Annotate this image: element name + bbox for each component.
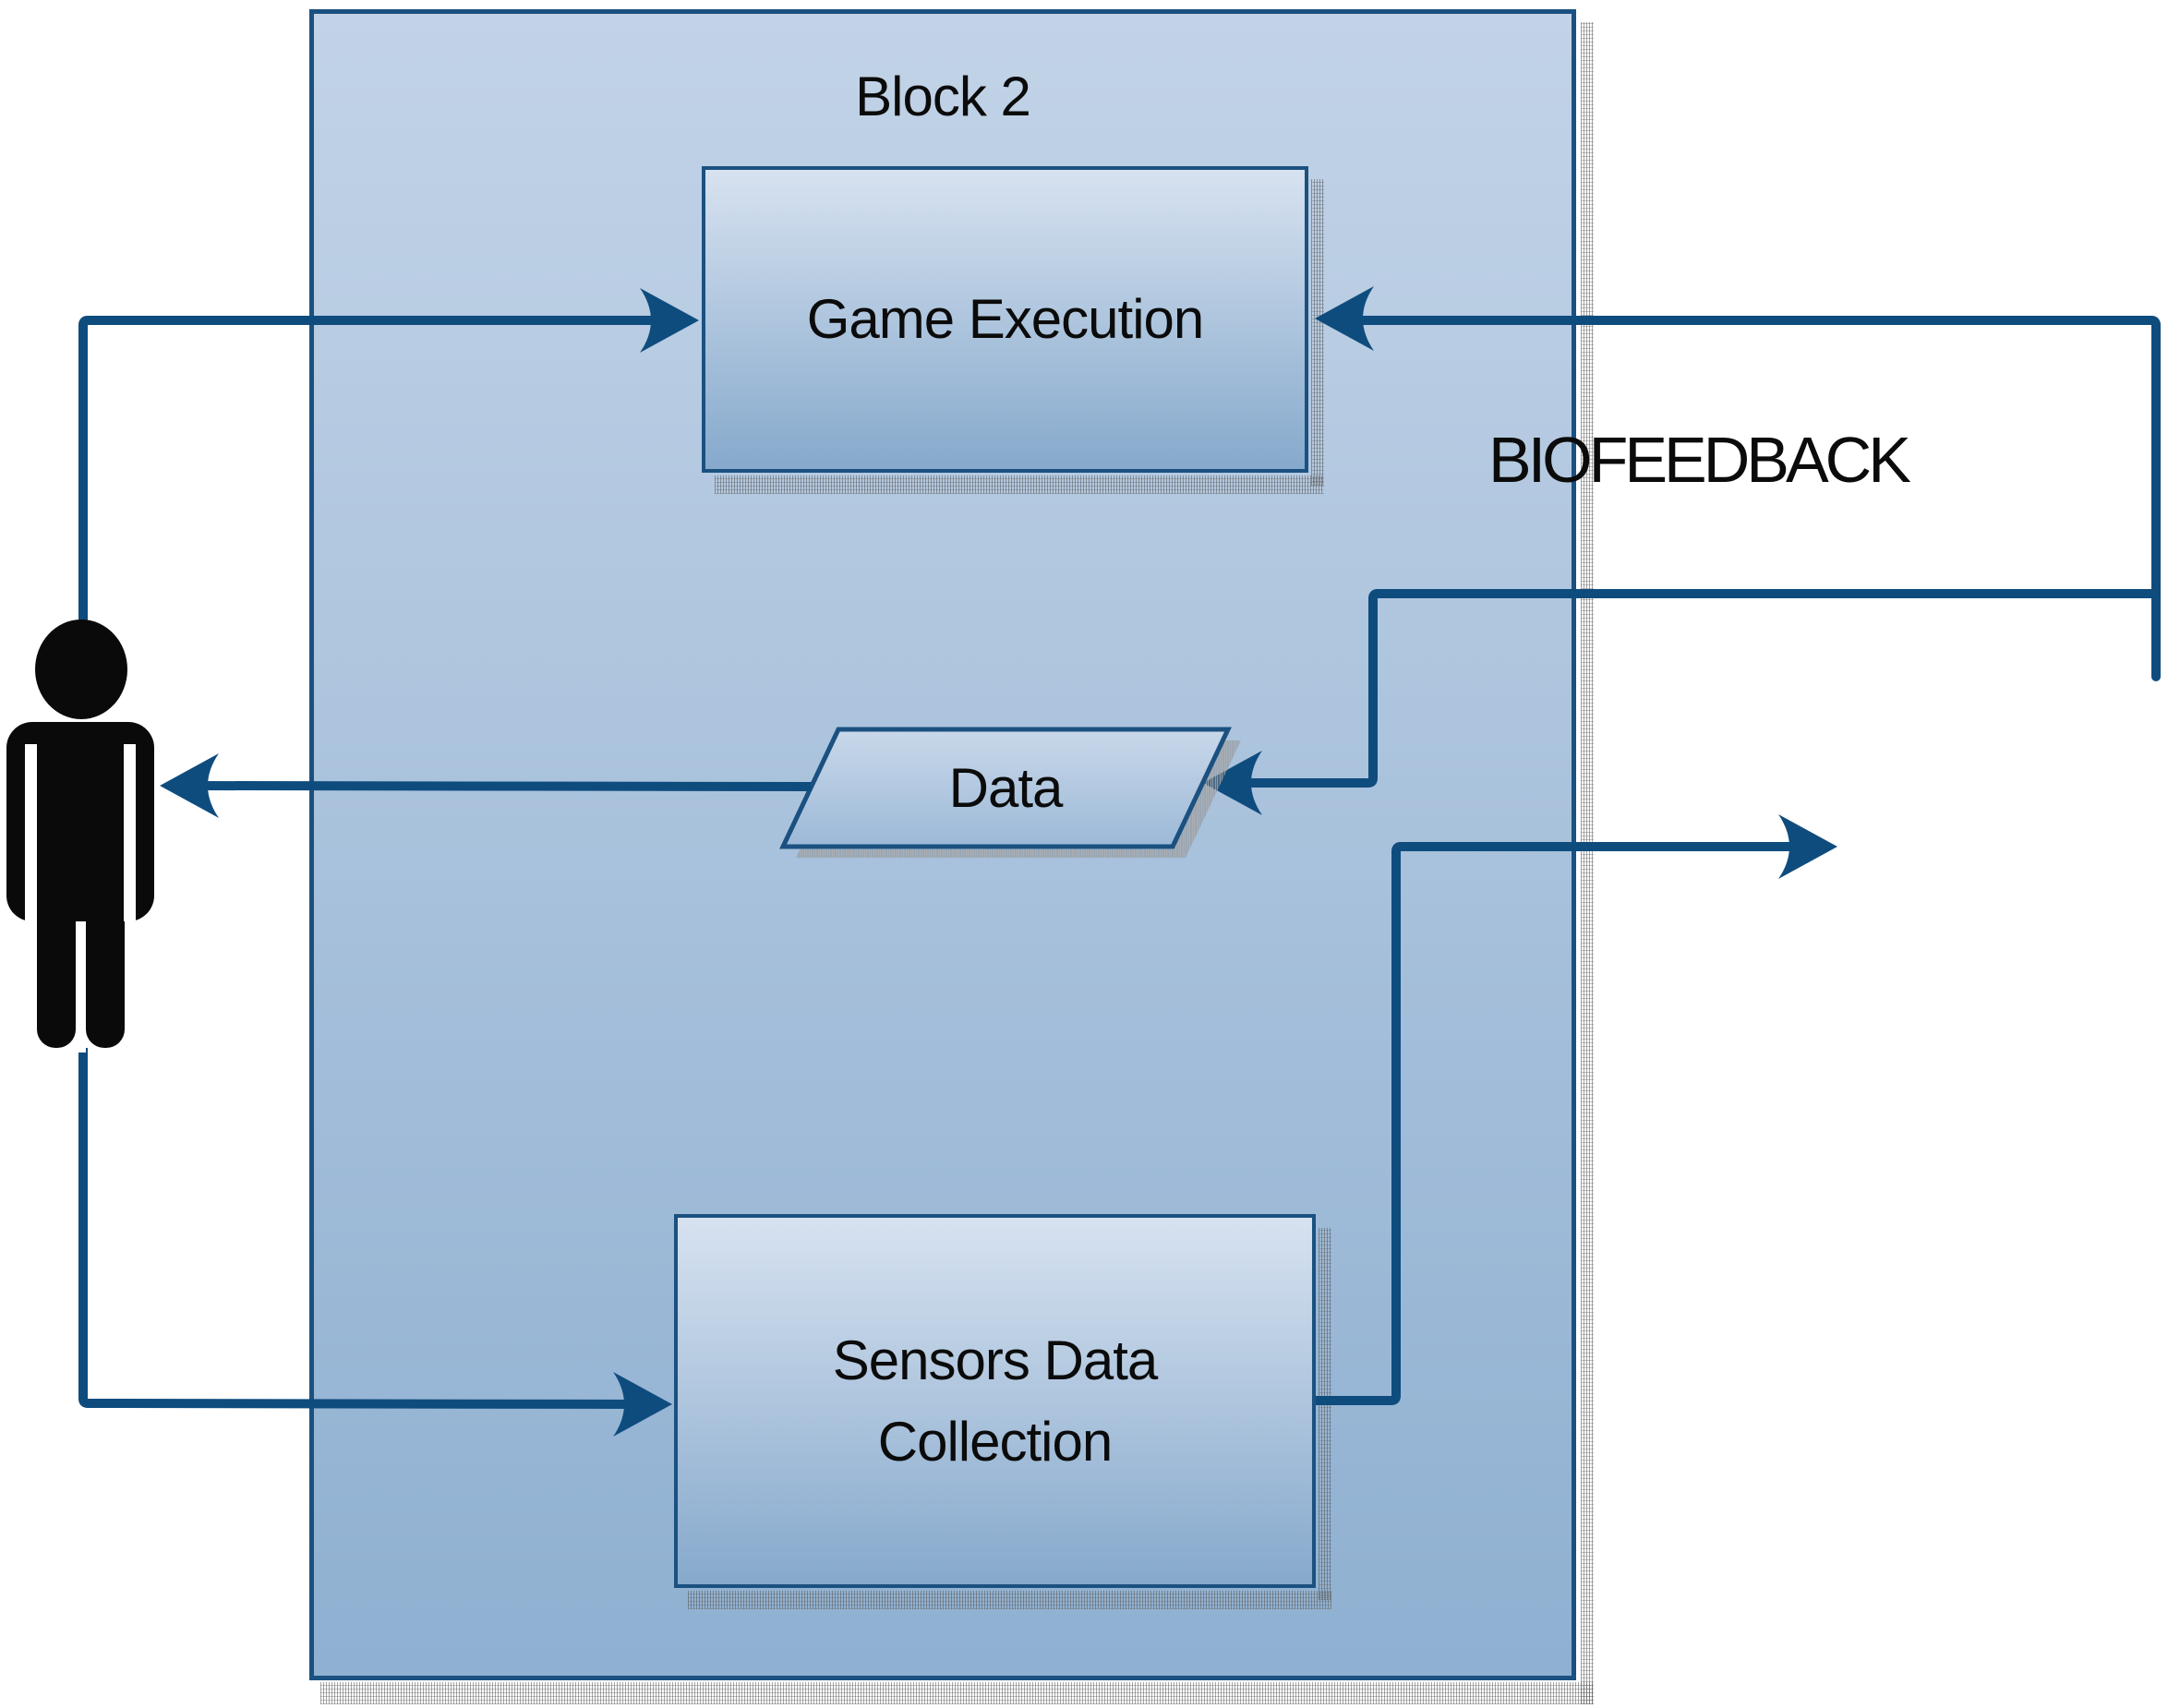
game-execution-right-shadow	[1311, 179, 1324, 486]
sensors-label-line1: Sensors Data	[832, 1329, 1159, 1391]
data-label: Data	[948, 756, 1064, 819]
sensors-label-line2: Collection	[877, 1410, 1113, 1473]
block2-right-shadow	[1581, 22, 1594, 1704]
game-execution-label: Game Execution	[806, 288, 1205, 350]
sensors-bottom-shadow	[688, 1591, 1331, 1609]
game-execution-bottom-shadow	[715, 475, 1324, 494]
biofeedback-label: BIOFEEDBACK	[1488, 424, 1911, 496]
sensors-data-collection-box	[674, 1214, 1316, 1588]
person-icon	[6, 619, 154, 1052]
block2-bottom-shadow	[320, 1682, 1594, 1704]
arrowhead-sensors-output	[1778, 814, 1837, 879]
sensors-label: Sensors Data Collection	[674, 1214, 1316, 1588]
block2-title: Block 2	[855, 66, 1031, 127]
arrowhead-data-to-person	[160, 753, 219, 818]
game-execution-box	[702, 166, 1308, 473]
sensors-right-shadow	[1319, 1228, 1331, 1600]
